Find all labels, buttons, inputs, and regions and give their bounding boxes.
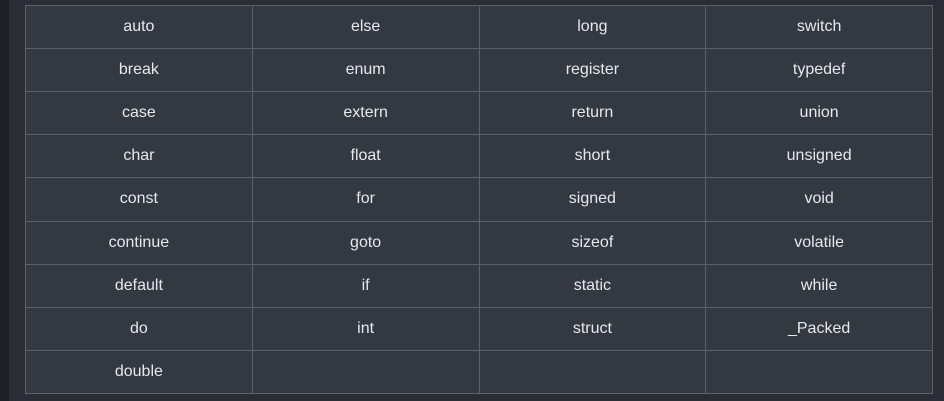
table-cell: volatile [705, 220, 933, 265]
table-row: continue goto sizeof volatile [25, 220, 933, 265]
table-cell: auto [25, 4, 253, 50]
table-cell: int [251, 306, 480, 351]
table-cell: else [251, 4, 480, 50]
table-cell: static [478, 263, 707, 308]
table-cell: extern [251, 91, 480, 136]
table-cell: for [251, 177, 480, 222]
table-row: break enum register typedef [25, 48, 933, 93]
table-cell: unsigned [705, 134, 933, 179]
table-cell: short [478, 134, 707, 179]
table-cell: switch [705, 4, 933, 50]
table-cell: continue [25, 220, 253, 265]
table-row: char float short unsigned [25, 134, 933, 179]
keywords-table-container: auto else long switch break enum registe… [25, 4, 933, 395]
table-row: const for signed void [25, 177, 933, 222]
table-cell: if [251, 263, 480, 308]
table-cell: double [25, 349, 253, 395]
table-cell: signed [478, 177, 707, 222]
table-cell: typedef [705, 48, 933, 93]
table-cell: register [478, 48, 707, 93]
table-row: case extern return union [25, 91, 933, 136]
table-cell: char [25, 134, 253, 179]
table-cell [478, 349, 707, 395]
table-cell: default [25, 263, 253, 308]
table-cell: goto [251, 220, 480, 265]
table-cell [705, 349, 933, 395]
table-cell: void [705, 177, 933, 222]
table-cell: _Packed [705, 306, 933, 351]
table-cell: enum [251, 48, 480, 93]
table-cell: return [478, 91, 707, 136]
table-cell [251, 349, 480, 395]
table-cell: while [705, 263, 933, 308]
table-row: double [25, 349, 933, 395]
keywords-table: auto else long switch break enum registe… [25, 4, 933, 395]
table-cell: long [478, 4, 707, 50]
table-row: auto else long switch [25, 4, 933, 50]
table-cell: sizeof [478, 220, 707, 265]
table-cell: struct [478, 306, 707, 351]
table-cell: float [251, 134, 480, 179]
table-row: default if static while [25, 263, 933, 308]
table-cell: const [25, 177, 253, 222]
table-cell: union [705, 91, 933, 136]
table-row: do int struct _Packed [25, 306, 933, 351]
table-cell: do [25, 306, 253, 351]
table-cell: break [25, 48, 253, 93]
table-cell: case [25, 91, 253, 136]
